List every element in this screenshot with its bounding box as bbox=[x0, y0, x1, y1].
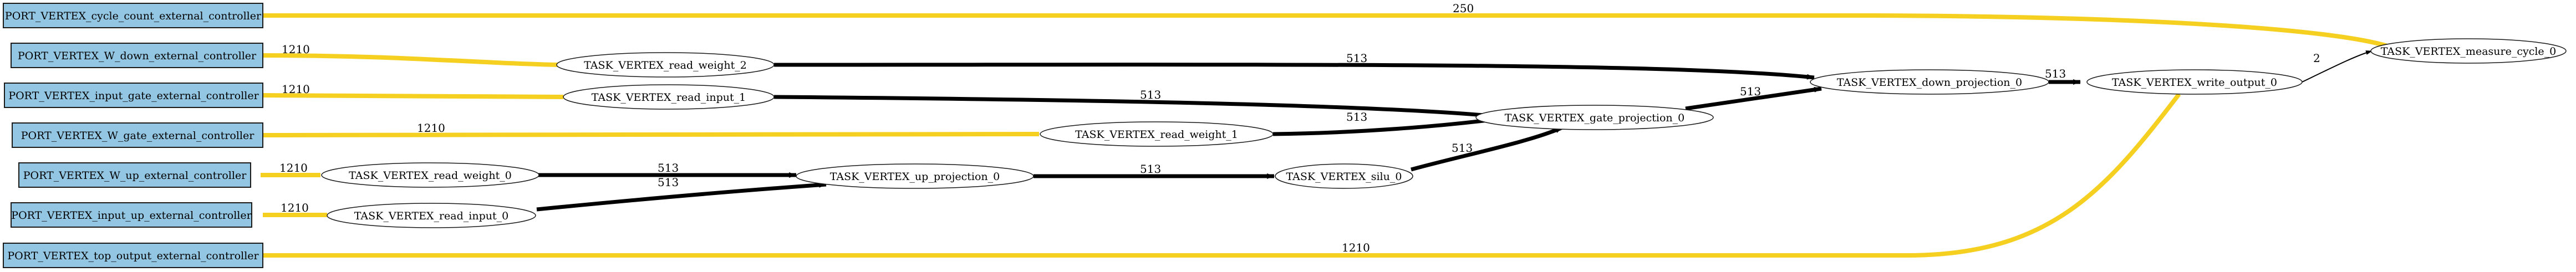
edge-label-input-gate: 1210 bbox=[282, 83, 310, 96]
edge-silu-to-gate-projection bbox=[1411, 125, 1564, 172]
task-label: TASK_VERTEX_read_weight_1 bbox=[1075, 129, 1238, 141]
port-nodes: PORT_VERTEX_cycle_count_external_control… bbox=[3, 3, 263, 268]
port-label: PORT_VERTEX_W_down_external_controller bbox=[18, 50, 257, 62]
edge-gate-projection-to-down-projection bbox=[1685, 86, 1822, 111]
port-node-cycle-count[interactable]: PORT_VERTEX_cycle_count_external_control… bbox=[3, 3, 263, 28]
task-label: TASK_VERTEX_read_weight_0 bbox=[349, 170, 512, 182]
edge-label-down-projection: 513 bbox=[2045, 67, 2066, 80]
task-node-silu[interactable]: TASK_VERTEX_silu_0 bbox=[1275, 163, 1413, 189]
task-label: TASK_VERTEX_write_output_0 bbox=[2112, 76, 2277, 89]
edge-read-input-1-to-gate-projection bbox=[773, 95, 1502, 119]
task-label: TASK_VERTEX_silu_0 bbox=[1286, 171, 1402, 183]
edge-read-weight-1-to-gate-projection bbox=[1272, 116, 1502, 136]
edge-w-gate-to-read-weight-1 bbox=[262, 132, 1040, 137]
edge-read-weight-2-to-down-projection bbox=[773, 63, 1815, 80]
port-label: PORT_VERTEX_W_gate_external_controller bbox=[21, 130, 254, 142]
task-node-read-weight-1[interactable]: TASK_VERTEX_read_weight_1 bbox=[1040, 121, 1274, 147]
edge-top-output-to-write-output bbox=[263, 93, 2181, 258]
edge-label-silu: 513 bbox=[1452, 141, 1473, 155]
task-label: TASK_VERTEX_measure_cycle_0 bbox=[2381, 45, 2557, 58]
edge-label-cycle-count: 250 bbox=[1453, 2, 1474, 15]
port-node-w-up[interactable]: PORT_VERTEX_W_up_external_controller bbox=[18, 162, 251, 188]
task-node-read-input-1[interactable]: TASK_VERTEX_read_input_1 bbox=[563, 84, 775, 110]
edge-label-read-weight-2: 513 bbox=[1346, 52, 1367, 65]
edge-label-gate-projection: 513 bbox=[1740, 85, 1761, 98]
edge-label-w-down: 1210 bbox=[282, 43, 310, 56]
port-label: PORT_VERTEX_W_up_external_controller bbox=[23, 170, 247, 182]
edge-label-read-weight-1: 513 bbox=[1346, 110, 1367, 124]
port-label: PORT_VERTEX_input_gate_external_controll… bbox=[8, 90, 259, 102]
edge-label-read-input-0: 513 bbox=[658, 176, 679, 189]
edge-label-top-output: 1210 bbox=[1342, 241, 1370, 254]
edge-labels: 250 1210 1210 1210 1210 1210 1210 513 51… bbox=[279, 2, 2320, 254]
port-node-input-gate[interactable]: PORT_VERTEX_input_gate_external_controll… bbox=[4, 83, 263, 108]
port-node-top-output[interactable]: PORT_VERTEX_top_output_external_controll… bbox=[3, 243, 263, 268]
edge-label-up-projection: 513 bbox=[1140, 162, 1161, 176]
edge-cycle-count-to-measure-cycle bbox=[263, 13, 2396, 51]
task-node-read-weight-2[interactable]: TASK_VERTEX_read_weight_2 bbox=[556, 52, 775, 78]
edge-w-down-to-read-weight-2 bbox=[262, 53, 558, 67]
task-node-read-weight-0[interactable]: TASK_VERTEX_read_weight_0 bbox=[321, 162, 539, 188]
edge-read-input-0-to-up-projection bbox=[536, 182, 827, 212]
edge-write-output-to-measure-cycle bbox=[2302, 50, 2373, 83]
task-node-gate-projection[interactable]: TASK_VERTEX_gate_projection_0 bbox=[1475, 105, 1714, 130]
task-nodes: TASK_VERTEX_read_weight_2 TASK_VERTEX_re… bbox=[321, 38, 2567, 228]
edge-label-write-output: 2 bbox=[2313, 52, 2320, 65]
edge-label-w-up: 1210 bbox=[279, 161, 308, 175]
task-label: TASK_VERTEX_read_input_1 bbox=[592, 91, 746, 104]
task-label: TASK_VERTEX_gate_projection_0 bbox=[1505, 112, 1685, 124]
task-node-up-projection[interactable]: TASK_VERTEX_up_projection_0 bbox=[796, 163, 1034, 189]
task-node-read-input-0[interactable]: TASK_VERTEX_read_input_0 bbox=[327, 203, 536, 228]
task-node-down-projection[interactable]: TASK_VERTEX_down_projection_0 bbox=[1810, 69, 2049, 95]
edge-input-gate-to-read-input-1 bbox=[262, 93, 564, 99]
task-label: TASK_VERTEX_up_projection_0 bbox=[830, 171, 1000, 183]
task-node-measure-cycle[interactable]: TASK_VERTEX_measure_cycle_0 bbox=[2370, 38, 2567, 64]
task-label: TASK_VERTEX_read_input_0 bbox=[354, 210, 508, 222]
edge-label-input-up: 1210 bbox=[281, 201, 309, 214]
edge-label-read-weight-0: 513 bbox=[658, 161, 679, 175]
port-label: PORT_VERTEX_cycle_count_external_control… bbox=[5, 10, 262, 22]
edges bbox=[261, 13, 2396, 258]
task-label: TASK_VERTEX_down_projection_0 bbox=[1837, 76, 2022, 89]
port-node-w-gate[interactable]: PORT_VERTEX_W_gate_external_controller bbox=[12, 122, 263, 148]
port-node-w-down[interactable]: PORT_VERTEX_W_down_external_controller bbox=[11, 43, 263, 68]
edge-label-read-input-1: 513 bbox=[1140, 88, 1161, 101]
task-node-write-output[interactable]: TASK_VERTEX_write_output_0 bbox=[2086, 69, 2303, 95]
edge-label-w-gate: 1210 bbox=[417, 121, 445, 135]
task-label: TASK_VERTEX_read_weight_2 bbox=[584, 59, 747, 71]
port-label: PORT_VERTEX_input_up_external_controller bbox=[11, 209, 252, 222]
port-node-input-up[interactable]: PORT_VERTEX_input_up_external_controller bbox=[11, 202, 252, 228]
port-label: PORT_VERTEX_top_output_external_controll… bbox=[7, 250, 259, 262]
